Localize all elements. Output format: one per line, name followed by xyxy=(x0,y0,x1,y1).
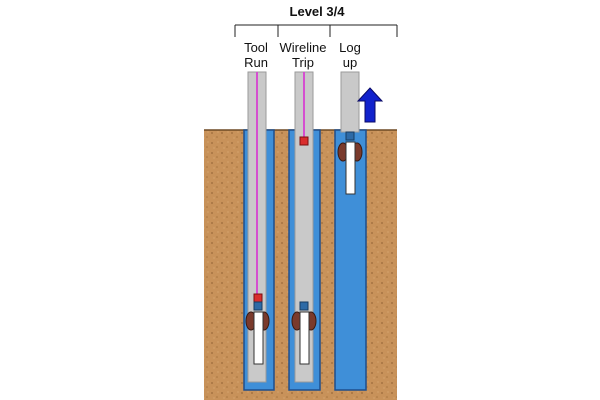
cap-wireline-trip xyxy=(299,301,309,311)
label-tool-run-line1: Tool xyxy=(244,40,268,55)
pipe-log-up xyxy=(340,71,360,133)
label-tool-run: Tool Run xyxy=(244,40,268,70)
label-wireline-trip-line2: Trip xyxy=(292,55,314,70)
label-log-up-line1: Log xyxy=(339,40,361,55)
well-log-up xyxy=(334,71,367,391)
tool-wireline-trip xyxy=(299,136,309,146)
cap-tool-run xyxy=(253,301,263,311)
cap-log-up xyxy=(345,131,355,141)
label-wireline-trip-line1: Wireline xyxy=(279,40,327,55)
core-tube-tool-run xyxy=(253,311,264,365)
label-wireline-trip: Wireline Trip xyxy=(280,40,327,70)
tool-tool-run xyxy=(253,293,263,303)
core-tube-log-up xyxy=(345,141,356,195)
label-log-up: Log up xyxy=(339,40,361,70)
core-tube-wireline-trip xyxy=(299,311,310,365)
well-tool-run xyxy=(243,71,275,391)
title-bracket xyxy=(234,24,398,37)
diagram-title: Level 3/4 xyxy=(289,4,345,19)
well-wireline-trip xyxy=(288,71,321,391)
up-arrow-icon xyxy=(356,87,384,123)
label-tool-run-line2: Run xyxy=(244,55,268,70)
label-log-up-line2: up xyxy=(342,55,358,70)
